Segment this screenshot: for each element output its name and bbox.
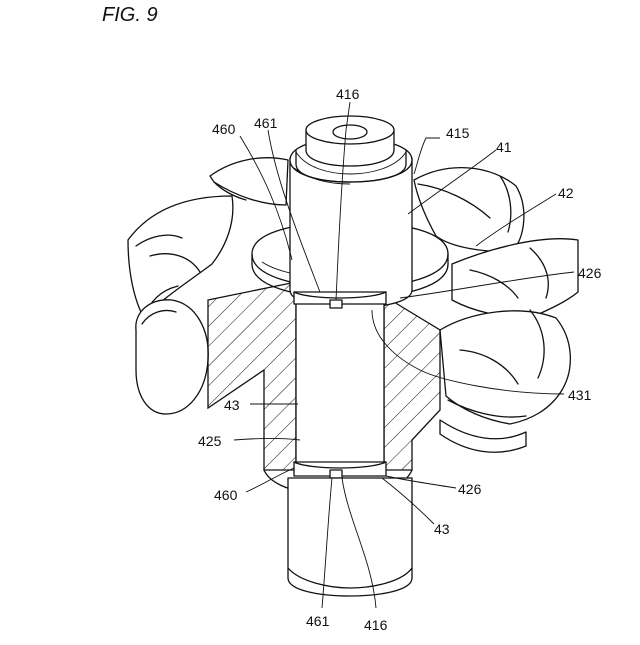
label-426-bottom: 426 (458, 481, 482, 497)
inner-shaft (294, 292, 386, 478)
label-416-bottom: 416 (364, 617, 388, 633)
label-431: 431 (568, 387, 592, 403)
label-41: 41 (496, 139, 512, 155)
label-43-left: 43 (224, 397, 240, 413)
label-416-top: 416 (336, 86, 360, 102)
label-425: 425 (198, 433, 222, 449)
label-43-bottom: 43 (434, 521, 450, 537)
lower-shaft (288, 478, 412, 596)
label-461-bottom: 461 (306, 613, 330, 629)
label-426-right: 426 (578, 265, 602, 281)
label-415: 415 (446, 125, 470, 141)
label-460-bottom: 460 (214, 487, 238, 503)
label-460-top: 460 (212, 121, 236, 137)
label-461-top: 461 (254, 115, 278, 131)
upper-bushing (290, 116, 412, 308)
label-42: 42 (558, 185, 574, 201)
figure-title: FIG. 9 (102, 4, 158, 27)
